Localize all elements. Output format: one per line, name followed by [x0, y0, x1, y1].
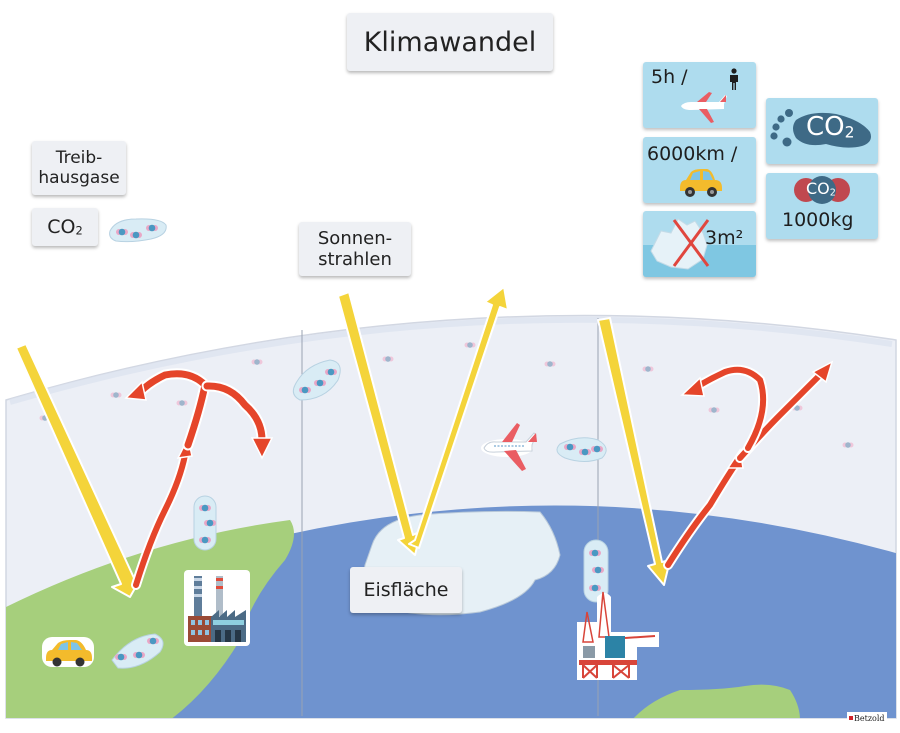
co2-cloud[interactable] — [556, 437, 607, 462]
fact-card-footprint[interactable]: CO2 — [766, 98, 878, 164]
heat-radiation-arrow[interactable] — [663, 360, 834, 570]
co2-label-main: CO — [47, 216, 76, 238]
sun-rays-label-line1: Sonnen- — [317, 228, 393, 249]
sun-rays-card[interactable]: Sonnen- strahlen — [299, 222, 411, 276]
greenhouse-gases-label-line2: hausgase — [38, 168, 120, 188]
footprint-co2-main: CO — [806, 112, 845, 142]
land-right — [632, 684, 800, 718]
page-title: Klimawandel — [363, 26, 537, 58]
car-icon — [680, 169, 722, 197]
sun-ray-arrow-reflected[interactable] — [337, 286, 509, 556]
co2-cloud[interactable] — [193, 495, 217, 551]
ice-surface-card[interactable]: Eisfläche — [350, 567, 462, 613]
fact-card-ice[interactable]: 3m² — [643, 211, 756, 277]
oil-rig-magnet[interactable] — [577, 591, 659, 680]
cross-icon — [672, 219, 710, 267]
ice-surface-label: Eisfläche — [363, 579, 449, 601]
title-card[interactable]: Klimawandel — [347, 13, 553, 71]
co2-label-sub: 2 — [75, 223, 83, 238]
co2-molecule-icon — [146, 224, 158, 232]
co2-cloud[interactable] — [111, 633, 164, 669]
co2-cloud[interactable] — [292, 359, 341, 401]
footprint-icon — [770, 109, 871, 148]
iceberg-icon — [643, 218, 756, 277]
person-icon — [730, 68, 738, 90]
molecule-co2-text: CO2 — [806, 179, 836, 198]
airplane-icon — [681, 92, 727, 123]
co2-card[interactable]: CO2 — [32, 208, 98, 246]
brand-logo: Betzold — [847, 712, 887, 724]
car-magnet[interactable] — [42, 637, 94, 667]
sun-ray-arrow[interactable] — [597, 317, 671, 586]
car-distance-text: 6000km / — [647, 143, 738, 165]
brand-mark-icon — [849, 716, 853, 720]
sun-rays-label-line2: strahlen — [318, 249, 392, 270]
molecule-co2-main: CO — [806, 179, 830, 198]
brand-name: Betzold — [854, 713, 885, 723]
greenhouse-gases-label-line1: Treib- — [55, 148, 103, 168]
co2-label: CO2 — [47, 216, 82, 238]
co2-molecule-icon — [116, 228, 128, 236]
heat-radiation-arrow[interactable] — [124, 368, 274, 590]
molecule-icon — [794, 176, 850, 204]
factory-magnet[interactable] — [184, 570, 250, 646]
fact-card-flight[interactable]: 5h / — [643, 62, 756, 128]
airplane-magnet[interactable] — [481, 423, 537, 471]
fact-card-car[interactable]: 6000km / — [643, 137, 756, 203]
footprint-co2-sub: 2 — [844, 123, 855, 142]
greenhouse-gases-card[interactable]: Treib- hausgase — [32, 141, 126, 195]
footprint-co2-text: CO2 — [806, 112, 855, 142]
co2-cloud[interactable] — [583, 539, 609, 603]
co2-cloud-legend[interactable] — [106, 213, 170, 245]
co2-amount-text: 1000kg — [782, 209, 854, 231]
molecule-co2-sub: 2 — [829, 187, 836, 199]
co2-molecule-icon — [130, 231, 142, 239]
ice-area-text: 3m² — [705, 227, 744, 249]
fact-card-co2-amount[interactable]: CO2 1000kg — [766, 173, 878, 239]
flight-hours-text: 5h / — [651, 66, 688, 88]
